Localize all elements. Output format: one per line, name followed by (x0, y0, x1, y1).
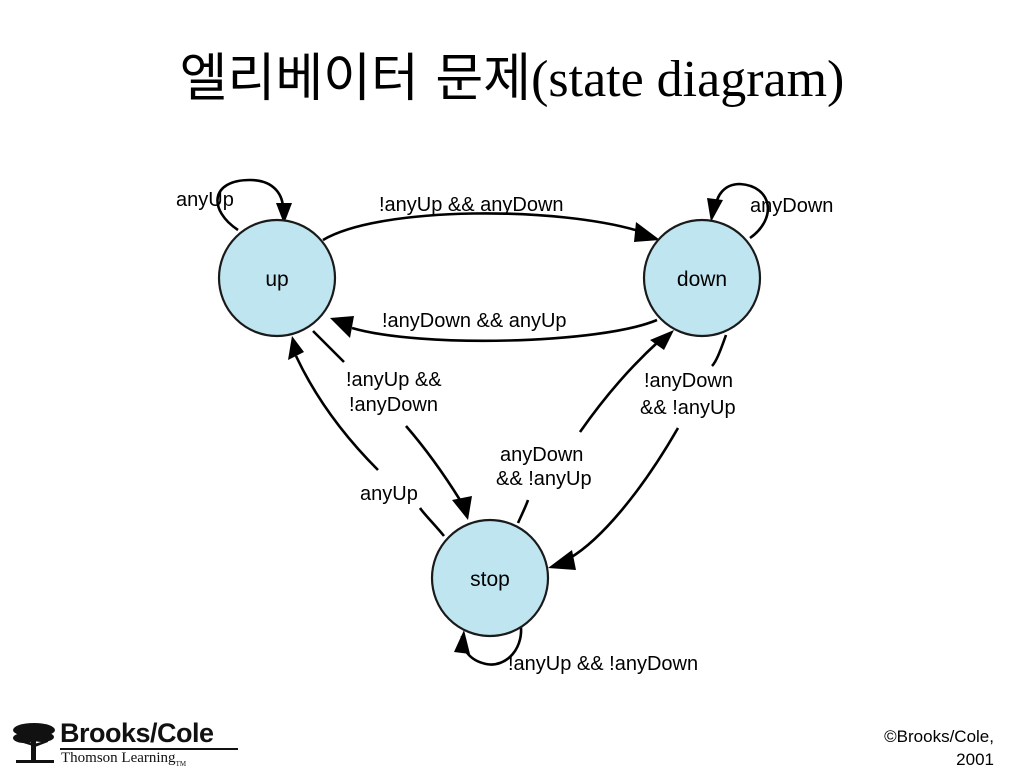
tree-logo-icon (13, 723, 55, 763)
edge-stop-to-up-a (418, 507, 446, 537)
trademark-mark: TM (175, 760, 187, 768)
arrowhead-stop-to-up (288, 336, 304, 360)
arrowhead-up-to-stop (452, 496, 472, 520)
edge-stop-to-down-b (578, 341, 659, 433)
publisher-name: Brooks/Cole (60, 718, 214, 748)
edge-stop-to-up-b (294, 355, 379, 471)
arrowhead-down-to-stop (548, 550, 576, 570)
edge-up-to-stop-b (405, 425, 462, 501)
title-latin: (state diagram) (531, 51, 845, 108)
publisher-sub-text: Thomson Learning (61, 750, 176, 766)
copyright-line1: ©Brooks/Cole, (884, 727, 994, 746)
label-stop-to-down-line2: && !anyUp (496, 468, 592, 490)
arrowhead-up-to-down (634, 222, 660, 242)
label-up-to-down: !anyUp && anyDown (379, 194, 564, 216)
copyright-line2: 2001 (956, 750, 994, 769)
loop-down-label: anyDown (750, 195, 833, 217)
state-up-label: up (265, 268, 288, 291)
loop-stop-label: !anyUp && !anyDown (508, 653, 698, 675)
slide-title: 엘리베이터 문제(state diagram) (0, 36, 1024, 111)
edge-down-to-stop-a (711, 334, 728, 367)
label-stop-to-up: anyUp (360, 483, 418, 505)
title-korean: 엘리베이터 문제 (179, 49, 532, 109)
edge-down-to-up (351, 318, 658, 343)
label-up-to-stop-line2: !anyDown (349, 394, 438, 416)
publisher-subtitle: Thomson LearningTM (61, 750, 186, 768)
state-up: up (217, 218, 337, 338)
label-up-to-stop-line1: !anyUp && (346, 369, 442, 391)
edge-stop-to-down-a (516, 499, 530, 524)
label-down-to-stop-line1: !anyDown (644, 370, 733, 392)
edge-up-to-stop-a (312, 330, 345, 363)
copyright-notice: ©Brooks/Cole, 2001 (884, 725, 994, 771)
publisher-divider (60, 748, 238, 750)
loop-up-label: anyUp (176, 189, 234, 211)
arrowhead-down-to-up (330, 316, 354, 338)
edge-down-to-stop-b (569, 427, 680, 560)
loop-up-edge (216, 178, 285, 232)
state-stop-label: stop (470, 568, 510, 591)
state-down-label: down (677, 268, 727, 291)
state-stop: stop (430, 518, 550, 638)
state-down: down (642, 218, 762, 338)
label-down-to-stop-line2: && !anyUp (640, 397, 736, 419)
edge-up-to-down (322, 212, 643, 242)
arrowhead-stop-to-down (650, 330, 674, 350)
loop-up-arrowhead (276, 203, 292, 224)
loop-down-edge (714, 182, 770, 240)
label-stop-to-down-line1: anyDown (500, 444, 583, 466)
loop-stop-arrowhead (454, 630, 470, 654)
loop-down-arrowhead (707, 198, 723, 222)
label-down-to-up: !anyDown && anyUp (382, 310, 567, 332)
